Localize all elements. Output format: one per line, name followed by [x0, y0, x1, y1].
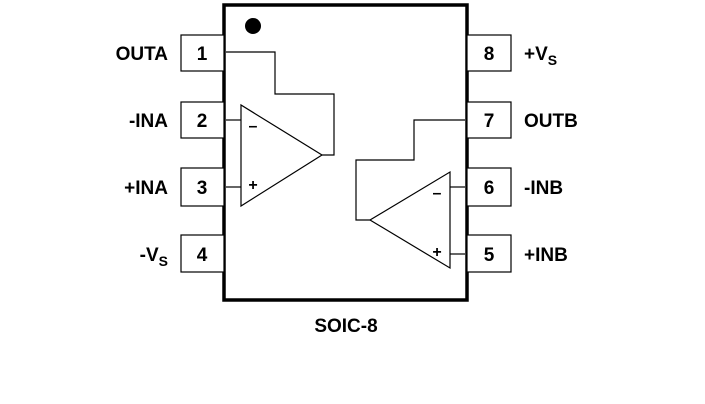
- opamp-b-feedback-wire: [355, 119, 465, 221]
- pin-7: 7 OUTB: [466, 101, 578, 139]
- pin-box: [180, 167, 225, 207]
- pin-number: 5: [484, 245, 495, 266]
- pin-box: [466, 101, 512, 139]
- pin-number: 4: [197, 245, 208, 266]
- pin-label: -INA: [129, 111, 168, 132]
- pin-label: OUTA: [116, 44, 169, 65]
- pin-box: [180, 234, 225, 273]
- pin-number: 7: [484, 111, 495, 132]
- pin-5: 5 +INB: [466, 234, 568, 273]
- opamp-a-plus-sign: +: [248, 177, 257, 194]
- pin-box: [466, 34, 512, 72]
- opamp-a-triangle: [240, 103, 324, 208]
- pin-box: [180, 101, 225, 139]
- pin-box: [466, 167, 512, 207]
- pin-number: 8: [484, 44, 495, 65]
- pin-2: 2 -INA: [129, 101, 225, 139]
- pin-4: 4 -VS: [140, 234, 225, 273]
- pin-label: +VS: [524, 44, 557, 68]
- pin-label: OUTB: [524, 111, 578, 132]
- pin-label: -INB: [524, 178, 563, 199]
- opamp-b: – +: [355, 119, 465, 270]
- pin-number: 3: [197, 178, 208, 199]
- pin-3: 3 +INA: [124, 167, 225, 207]
- opamp-b-minus-sign: –: [433, 185, 442, 202]
- opamp-b-triangle: [368, 170, 451, 270]
- pin-number: 6: [484, 178, 495, 199]
- pin-number: 1: [197, 44, 208, 65]
- pin-label: -VS: [140, 245, 168, 269]
- package-caption: SOIC-8: [314, 316, 377, 337]
- pin-label: +INB: [524, 245, 568, 266]
- opamp-b-plus-sign: +: [432, 244, 441, 261]
- pin-number: 2: [197, 111, 208, 132]
- pin-label: +INA: [124, 178, 168, 199]
- pin-box: [180, 34, 225, 72]
- opamp-a: – +: [226, 51, 335, 208]
- opamp-a-minus-sign: –: [249, 118, 258, 135]
- pin-8: 8 +VS: [466, 34, 557, 72]
- pin-1: 1 OUTA: [116, 34, 225, 72]
- pin1-indicator-dot: [245, 18, 261, 34]
- opamp-a-feedback-wire: [226, 51, 335, 156]
- pin-6: 6 -INB: [466, 167, 563, 207]
- pin-box: [466, 234, 512, 273]
